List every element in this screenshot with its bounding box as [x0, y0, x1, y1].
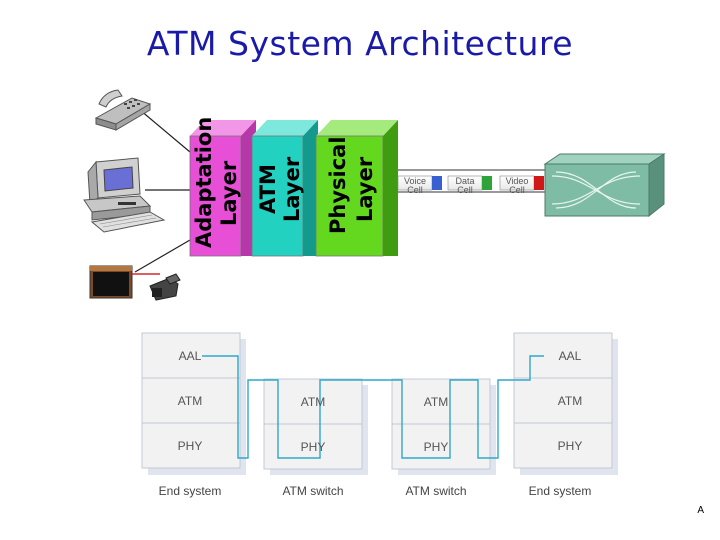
stack-captions: End system ATM switch ATM switch End sys…: [159, 484, 592, 498]
svg-text:Data: Data: [455, 176, 474, 186]
voice-cell: Voice Cell: [397, 175, 442, 195]
atm-layer-line1: ATM: [256, 164, 280, 214]
corner-label: A: [697, 505, 704, 516]
caption-end-system-left: End system: [159, 484, 222, 498]
atm-layer-block: ATM Layer: [251, 120, 318, 257]
caption-atm-switch-1: ATM switch: [282, 484, 343, 498]
adaptation-layer-block: Adaptation Layer: [189, 117, 256, 257]
telephone-icon: [94, 89, 152, 131]
cell-stream: Voice Cell Data Cell Video Cell: [397, 169, 545, 195]
protocol-data-path: [202, 355, 544, 459]
adaptation-layer-line2: Layer: [217, 160, 241, 226]
device-connector-lines: [134, 109, 191, 273]
stack-right-row-aal: AAL: [559, 349, 582, 363]
svg-text:Cell: Cell: [457, 185, 473, 195]
stack-left-row-atm: ATM: [178, 394, 202, 408]
end-system-stack-left: [141, 332, 241, 469]
physical-layer-line2: Layer: [353, 156, 377, 222]
stack-right-row-phy: PHY: [558, 439, 583, 453]
stack-labels: AAL ATM PHY ATM PHY ATM PHY AAL ATM PHY: [178, 349, 583, 454]
atm-switch-stack-2: [391, 378, 491, 470]
stack-left-row-aal: AAL: [179, 349, 202, 363]
svg-text:Cell: Cell: [509, 185, 525, 195]
atm-layer-line2: Layer: [280, 156, 304, 222]
physical-layer-line1: Physical: [326, 136, 350, 234]
video-camera-icon: [149, 273, 181, 301]
video-cell: Video Cell: [499, 175, 544, 195]
switch2-row-atm: ATM: [424, 395, 448, 409]
stack-left-row-phy: PHY: [178, 439, 203, 453]
caption-end-system-right: End system: [529, 484, 592, 498]
atm-switch-icon: [543, 153, 666, 218]
switch2-row-phy: PHY: [424, 440, 449, 454]
page-title: ATM System Architecture: [146, 24, 574, 63]
stack-right-row-atm: ATM: [558, 394, 582, 408]
svg-text:Video: Video: [506, 176, 529, 186]
switch1-row-atm: ATM: [301, 395, 325, 409]
data-cell: Data Cell: [447, 175, 492, 195]
svg-text:Voice: Voice: [404, 176, 426, 186]
desktop-computer-icon: [83, 157, 166, 233]
atm-switch-stack-1: [263, 378, 363, 470]
svg-text:Cell: Cell: [407, 185, 423, 195]
caption-atm-switch-2: ATM switch: [405, 484, 466, 498]
physical-layer-block: Physical Layer: [315, 120, 398, 257]
switch1-row-phy: PHY: [301, 440, 326, 454]
adaptation-layer-line1: Adaptation: [192, 117, 216, 248]
television-icon: [89, 265, 160, 299]
end-system-stack-right: [513, 332, 613, 469]
